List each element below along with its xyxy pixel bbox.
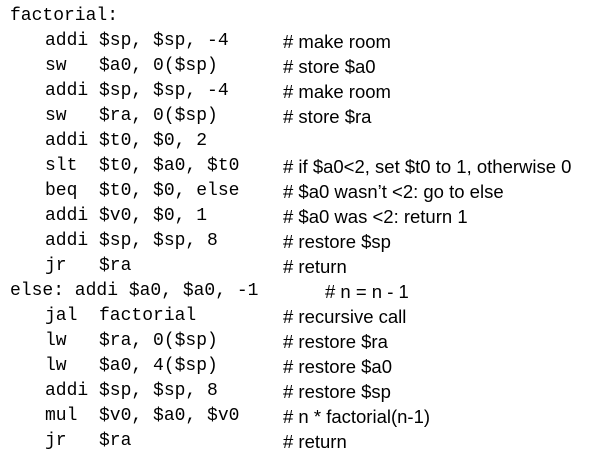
code-comment: # restore $sp [283,231,391,252]
code-text: addi $sp, $sp, 8 [45,381,218,401]
code-text: jr $ra [45,256,132,276]
code-text: addi $v0, $0, 1 [45,206,208,226]
code-comment: # return [283,431,347,452]
code-instruction-line: lw $ra, 0($sp) # restore $ra [0,329,615,354]
code-comment: # return [283,256,347,277]
code-comment: # store $a0 [283,56,376,77]
code-text: factorial: [10,6,119,26]
code-comment: # $a0 was <2: return 1 [283,206,468,227]
code-comment: # store $ra [283,106,372,127]
code-text: beq $t0, $0, else [45,181,240,201]
code-comment: # make room [283,81,391,102]
code-text: mul $v0, $a0, $v0 [45,406,240,426]
code-instruction-line: addi $sp, $sp, -4 # make room [0,79,615,104]
code-instruction-line: addi $sp, $sp, -4 # make room [0,29,615,54]
code-text: addi $sp, $sp, -4 [45,31,229,51]
code-label-line: else: addi $a0, $a0, -1 # n = n - 1 [0,279,615,304]
code-instruction-line: beq $t0, $0, else # $a0 wasn’t <2: go to … [0,179,615,204]
code-instruction-line: addi $t0, $0, 2 [0,129,615,154]
code-instruction-line: slt $t0, $a0, $t0 # if $a0<2, set $t0 to … [0,154,615,179]
code-instruction-line: lw $a0, 4($sp) # restore $a0 [0,354,615,379]
code-text: addi $sp, $sp, -4 [45,81,229,101]
code-comment: # $a0 wasn’t <2: go to else [283,181,504,202]
code-text: addi $t0, $0, 2 [45,131,208,151]
code-instruction-line: mul $v0, $a0, $v0 # n * factorial(n-1) [0,404,615,429]
code-label-line: factorial: [0,4,615,29]
code-comment: # restore $sp [283,381,391,402]
code-comment: # n * factorial(n-1) [283,406,431,427]
code-instruction-line: addi $v0, $0, 1 # $a0 was <2: return 1 [0,204,615,229]
code-text: slt $t0, $a0, $t0 [45,156,240,176]
code-comment: # if $a0<2, set $t0 to 1, otherwise 0 [283,156,572,177]
code-instruction-line: jal factorial # recursive call [0,304,615,329]
code-instruction-line: jr $ra # return [0,429,615,454]
code-text: lw $a0, 4($sp) [45,356,218,376]
code-text: lw $ra, 0($sp) [45,331,218,351]
code-text: sw $ra, 0($sp) [45,106,218,126]
code-comment: # restore $a0 [283,356,393,377]
code-instruction-line: sw $ra, 0($sp) # store $ra [0,104,615,129]
code-comment: # recursive call [283,306,407,327]
code-text: jr $ra [45,431,132,451]
code-comment: # n = n - 1 [325,281,409,302]
code-instruction-line: addi $sp, $sp, 8 # restore $sp [0,229,615,254]
code-instruction-line: addi $sp, $sp, 8 # restore $sp [0,379,615,404]
code-instruction-line: jr $ra # return [0,254,615,279]
code-comment: # restore $ra [283,331,388,352]
code-instruction-line: sw $a0, 0($sp) # store $a0 [0,54,615,79]
code-text: sw $a0, 0($sp) [45,56,218,76]
code-text: addi $sp, $sp, 8 [45,231,218,251]
code-text: else: addi $a0, $a0, -1 [10,281,259,301]
code-comment: # make room [283,31,391,52]
code-text: jal factorial [45,306,197,326]
